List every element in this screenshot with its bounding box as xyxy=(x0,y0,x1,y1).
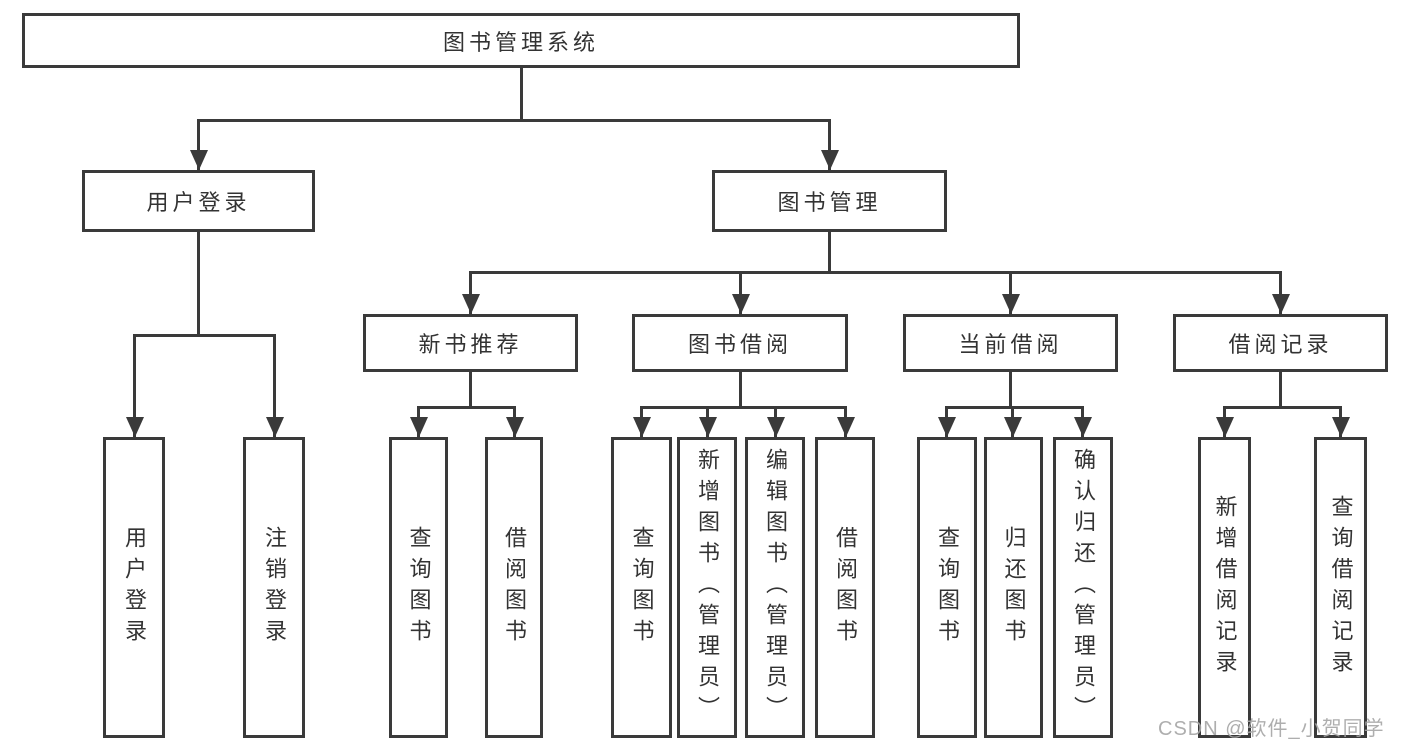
node-new-book-recommend-label: 新书推荐 xyxy=(418,332,523,357)
connector-user-login-bar xyxy=(133,334,276,337)
connector-arrow-logout xyxy=(273,334,276,437)
connector-arrow-nb2 xyxy=(513,406,516,437)
node-book-borrow: 图书借阅 xyxy=(632,314,848,372)
connector-arrow-cb2 xyxy=(1011,406,1014,437)
connector-book-management-stem xyxy=(828,230,831,273)
leaf-bb-add-books-admin: 新增图书（管理员） xyxy=(677,437,737,738)
leaf-logout: 注销登录 xyxy=(243,437,305,738)
connector-arrow-new-book xyxy=(469,271,472,314)
leaf-br-add-record-label: 新增借阅记录 xyxy=(1212,494,1238,681)
leaf-bb-query-books-label: 查询图书 xyxy=(629,525,655,650)
node-current-borrow-label: 当前借阅 xyxy=(958,332,1063,357)
connector-arrow-cb3 xyxy=(1081,406,1084,437)
connector-root-stem xyxy=(520,66,523,122)
leaf-bb-edit-books-admin: 编辑图书（管理员） xyxy=(745,437,805,738)
node-current-borrow: 当前借阅 xyxy=(903,314,1118,372)
connector-arrow-bb1 xyxy=(640,406,643,437)
connector-arrow-bb2 xyxy=(706,406,709,437)
leaf-user-login: 用户登录 xyxy=(103,437,165,738)
leaf-nb-borrow-books-label: 借阅图书 xyxy=(502,525,527,650)
leaf-cb-query-books: 查询图书 xyxy=(917,437,977,738)
leaf-bb-query-books: 查询图书 xyxy=(611,437,672,738)
leaf-nb-query-books-label: 查询图书 xyxy=(406,525,432,650)
connector-arrow-nb1 xyxy=(417,406,420,437)
leaf-cb-return-books-label: 归还图书 xyxy=(1001,525,1027,650)
connector-book-borrow-stem xyxy=(739,370,742,409)
connector-level1-bar xyxy=(197,119,831,122)
leaf-cb-confirm-return-admin-label: 确认归还（管理员） xyxy=(1071,448,1096,727)
connector-arrow-login xyxy=(133,334,136,437)
node-root-label: 图书管理系统 xyxy=(442,29,599,55)
node-borrow-record: 借阅记录 xyxy=(1173,314,1388,372)
leaf-br-add-record: 新增借阅记录 xyxy=(1198,437,1251,738)
leaf-br-query-record: 查询借阅记录 xyxy=(1314,437,1367,738)
leaf-bb-borrow-books: 借阅图书 xyxy=(815,437,875,738)
node-book-borrow-label: 图书借阅 xyxy=(687,332,792,357)
connector-current-borrow-stem xyxy=(1009,370,1012,409)
connector-arrow-bb4 xyxy=(844,406,847,437)
csdn-watermark: CSDN @软件_小贺同学 xyxy=(1158,718,1385,740)
leaf-logout-label: 注销登录 xyxy=(262,525,287,650)
connector-arrow-book-management xyxy=(828,119,831,170)
connector-arrow-current-borrow xyxy=(1009,271,1012,314)
node-borrow-record-label: 借阅记录 xyxy=(1228,332,1333,357)
leaf-br-query-record-label: 查询借阅记录 xyxy=(1328,494,1354,681)
leaf-nb-borrow-books: 借阅图书 xyxy=(485,437,543,738)
node-book-management-label: 图书管理 xyxy=(777,190,882,215)
node-new-book-recommend: 新书推荐 xyxy=(363,314,578,372)
connector-current-borrow-bar xyxy=(945,406,1083,409)
leaf-user-login-label: 用户登录 xyxy=(122,525,147,650)
connector-arrow-br1 xyxy=(1223,406,1226,437)
connector-arrow-bb3 xyxy=(774,406,777,437)
leaf-cb-query-books-label: 查询图书 xyxy=(935,525,960,650)
leaf-nb-query-books: 查询图书 xyxy=(389,437,448,738)
connector-arrow-cb1 xyxy=(945,406,948,437)
connector-new-book-bar xyxy=(417,406,516,409)
connector-user-login-stem xyxy=(197,230,200,336)
connector-new-book-stem xyxy=(469,370,472,409)
leaf-bb-borrow-books-label: 借阅图书 xyxy=(833,525,858,650)
connector-arrow-user-login xyxy=(197,119,200,170)
node-user-login-label: 用户登录 xyxy=(146,190,251,215)
connector-borrow-record-bar xyxy=(1223,406,1341,409)
node-user-login: 用户登录 xyxy=(82,170,315,232)
connector-arrow-br2 xyxy=(1339,406,1342,437)
connector-book-borrow-bar xyxy=(640,406,846,409)
leaf-bb-edit-books-admin-label: 编辑图书（管理员） xyxy=(763,448,788,727)
node-book-management: 图书管理 xyxy=(712,170,947,232)
connector-borrow-record-stem xyxy=(1279,370,1282,409)
node-root-system: 图书管理系统 xyxy=(22,13,1020,68)
connector-arrow-borrow-record xyxy=(1279,271,1282,314)
leaf-bb-add-books-admin-label: 新增图书（管理员） xyxy=(695,448,720,727)
connector-level3-bar xyxy=(469,271,1282,274)
leaf-cb-confirm-return-admin: 确认归还（管理员） xyxy=(1053,437,1113,738)
leaf-cb-return-books: 归还图书 xyxy=(984,437,1043,738)
connector-arrow-book-borrow xyxy=(739,271,742,314)
